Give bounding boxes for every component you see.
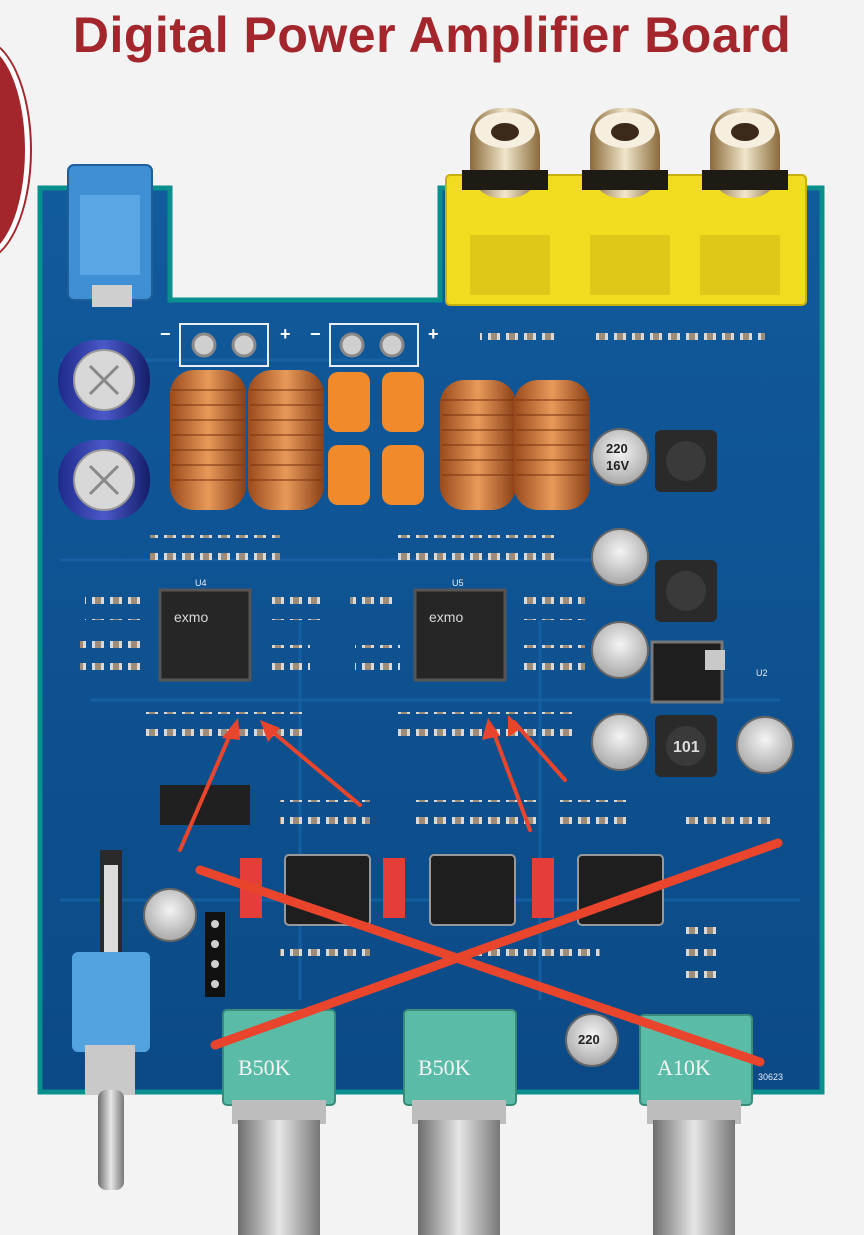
cap-1-value: 220 xyxy=(606,441,628,456)
chip-u4-ref: U4 xyxy=(195,578,207,588)
chip-u5-brand: exmo xyxy=(429,609,463,625)
chip-u4: exmo U4 xyxy=(158,578,252,682)
small-capacitor-6 xyxy=(143,888,197,942)
pin-header xyxy=(205,912,225,997)
chip-u4-brand: exmo xyxy=(174,609,208,625)
inductor-marking: 101 xyxy=(673,739,700,756)
toroid-inductors xyxy=(170,370,590,510)
cap-7-value: 220 xyxy=(578,1032,600,1047)
pot-1-label: B50K xyxy=(238,1055,291,1080)
terminal-sign-plus-2: + xyxy=(428,324,439,344)
annotation-arrows xyxy=(178,715,567,852)
small-capacitor-1: 220 16V xyxy=(591,428,649,486)
small-capacitor-7: 220 xyxy=(565,1013,619,1067)
annotation-cross xyxy=(195,838,783,1067)
terminal-sign-plus-1: + xyxy=(280,324,291,344)
large-capacitors xyxy=(58,340,150,520)
film-capacitors xyxy=(328,372,424,505)
small-capacitor-4 xyxy=(591,713,649,771)
potentiometer-1: B50K xyxy=(222,1009,336,1235)
small-capacitor-3 xyxy=(591,621,649,679)
chip-u5-ref: U5 xyxy=(452,578,464,588)
regulator-ref: U2 xyxy=(756,668,768,678)
pot-2-label: B50K xyxy=(418,1055,471,1080)
regulator-u2: U2 xyxy=(650,640,768,704)
speaker-terminals xyxy=(179,323,419,367)
small-capacitor-2 xyxy=(591,528,649,586)
power-inductors: 101 xyxy=(655,430,717,777)
potentiometer-3: A10K xyxy=(639,1014,753,1235)
rca-jack-block xyxy=(445,108,807,306)
terminal-sign-minus-2: − xyxy=(310,324,321,344)
cap-1-voltage: 16V xyxy=(606,458,629,473)
small-capacitor-5 xyxy=(736,716,794,774)
pot-3-label: A10K xyxy=(657,1055,711,1080)
smd-component-fields xyxy=(80,325,775,985)
dc-power-jack xyxy=(67,164,153,307)
chip-u5: exmo U5 xyxy=(413,578,507,682)
potentiometer-2: B50K xyxy=(403,1009,517,1235)
pcb-code: 30623 xyxy=(758,1072,783,1082)
terminal-sign-minus-1: − xyxy=(160,324,171,344)
page-title: Digital Power Amplifier Board xyxy=(72,7,792,63)
toggle-switch xyxy=(72,850,150,1190)
